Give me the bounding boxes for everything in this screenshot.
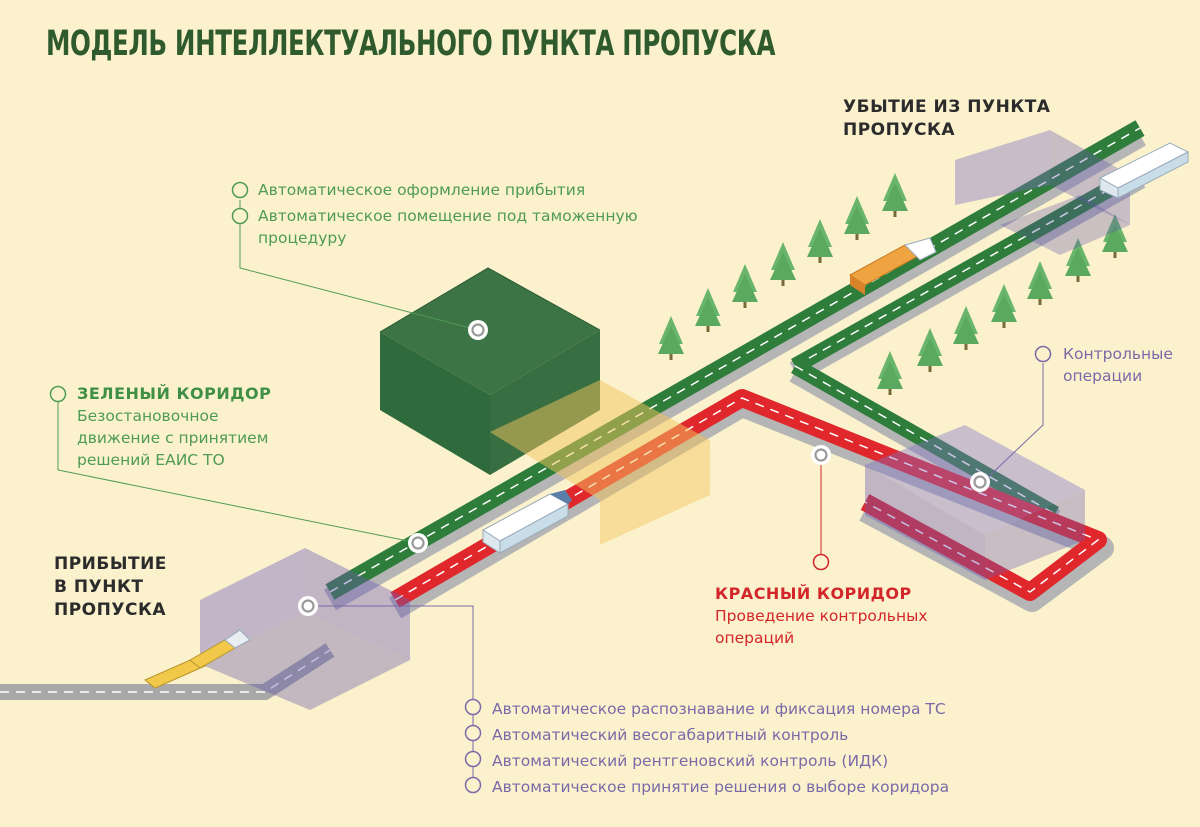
auto-block: Автоматическое оформление прибытия Автом… (258, 179, 638, 249)
departure-line2: ПРОПУСКА (843, 120, 956, 140)
departure-line1: УБЫТИЕ ИЗ ПУНКТА (843, 97, 1051, 117)
entry-check-item: Автоматический весогабаритный контроль (492, 726, 849, 744)
red-corridor-line2: операций (715, 629, 795, 647)
green-corridor-line1: Безостановочное (77, 407, 219, 425)
page-title: МОДЕЛЬ ИНТЕЛЛЕКТУАЛЬНОГО ПУНКТА ПРОПУСКА (46, 24, 776, 64)
control-ops-line1: Контрольные (1063, 345, 1173, 363)
green-corridor-heading: ЗЕЛЕНЫЙ КОРИДОР (77, 384, 272, 403)
auto-item-2-line2: процедуру (258, 229, 347, 247)
arrival-line3: ПРОПУСКА (54, 600, 167, 620)
entry-check-item: Автоматическое распознавание и фиксация … (492, 700, 946, 718)
auto-item-1: Автоматическое оформление прибытия (258, 181, 586, 199)
list-bullets (49, 181, 1052, 794)
control-ops-block: Контрольные операции (1063, 343, 1173, 387)
leader-lines (57, 200, 1044, 785)
exit-green-road (789, 165, 1146, 530)
tanker-truck-icon (849, 237, 937, 295)
truck-icon (482, 490, 572, 554)
truck-icon (144, 629, 251, 689)
arrival-line1: ПРИБЫТИЕ (54, 554, 167, 574)
red-corridor-heading: КРАСНЫЙ КОРИДОР (715, 584, 912, 603)
truck-icon (1098, 142, 1190, 199)
entry-checks-list: Автоматическое распознавание и фиксация … (492, 696, 949, 800)
auto-item-2-line1: Автоматическое помещение под таможенную (258, 207, 638, 225)
green-corridor-line3: решений ЕАИС ТО (77, 451, 225, 469)
red-corridor-block: КРАСНЫЙ КОРИДОР Проведение контрольных о… (715, 583, 928, 649)
green-corridor-line2: движение с принятием (77, 429, 269, 447)
red-corridor-line1: Проведение контрольных (715, 607, 928, 625)
arrival-line2: В ПУНКТ (54, 577, 144, 597)
scanning-gate (490, 380, 710, 545)
arrival-gate (200, 548, 410, 710)
arrival-road (0, 643, 335, 700)
control-ops-line2: операции (1063, 367, 1143, 385)
green-corridor-block: ЗЕЛЕНЫЙ КОРИДОР Безостановочное движение… (77, 383, 271, 471)
entry-check-item: Автоматическое принятие решения о выборе… (492, 778, 950, 796)
departure-label: УБЫТИЕ ИЗ ПУНКТА ПРОПУСКА (843, 96, 1050, 142)
entry-check-item: Автоматический рентгеновский контроль (И… (492, 752, 889, 770)
green-corridor-road (324, 120, 1146, 611)
arrival-label: ПРИБЫТИЕ В ПУНКТ ПРОПУСКА (54, 553, 167, 622)
departure-gate (955, 130, 1130, 255)
control-gate (865, 425, 1085, 580)
